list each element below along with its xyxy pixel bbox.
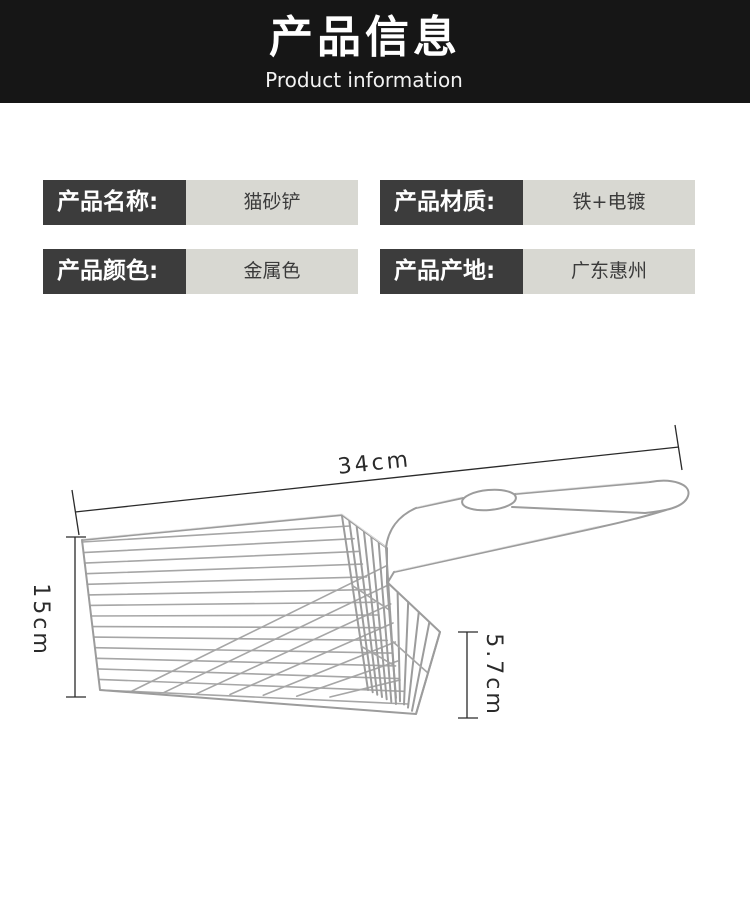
back-wall-rail [360, 645, 395, 666]
handle-middle-rail [511, 506, 646, 514]
scoop-frame-highlight [82, 513, 387, 548]
page-subtitle: Product information [265, 68, 463, 92]
handle-highlight [394, 480, 650, 572]
scoop-rib [99, 689, 409, 705]
dimension-length: 34cm [71, 424, 683, 536]
wall-height-label: 5.7cm [481, 633, 506, 717]
dimension-tick [71, 489, 80, 536]
scoop-floor-bar [129, 565, 387, 693]
scoop-rib [92, 636, 389, 642]
spec-label: 产品名称: [43, 180, 186, 225]
header-banner: 产品信息 Product information [0, 0, 750, 103]
height-label: 15cm [28, 583, 53, 657]
scoop-handle [385, 479, 690, 583]
scoop-rib [85, 563, 364, 575]
page-title: 产品信息 [269, 12, 461, 63]
scoop-floor-bar [262, 641, 397, 697]
scoop-rib [87, 588, 372, 596]
handle-end-loop [644, 479, 690, 514]
scoop-rib [95, 657, 397, 667]
spec-value: 铁+电镀 [523, 180, 695, 225]
spec-row-origin: 产品产地: 广东惠州 [380, 249, 695, 294]
back-wall-rail [351, 584, 391, 612]
spec-value: 猫砂铲 [186, 180, 358, 225]
back-wall-bar [341, 515, 369, 691]
handle-inner-loop [461, 488, 517, 512]
scoop-rib [88, 601, 376, 607]
scoop-floor-bar [329, 679, 401, 698]
scoop-side-wall [386, 581, 441, 715]
scoop-rib [83, 550, 360, 564]
cat-litter-scoop [81, 479, 690, 715]
scoop-floor-bars [129, 565, 401, 698]
scoop-floor-bar [295, 660, 399, 698]
dimension-wall-height: 5.7cm [458, 631, 506, 719]
handle-top-rail [514, 481, 651, 495]
spec-label: 产品材质: [380, 180, 523, 225]
scoop-back-wall [341, 515, 397, 705]
scoop-rib [81, 525, 351, 543]
spec-row-product-name: 产品名称: 猫砂铲 [43, 180, 358, 225]
scoop-rib [94, 646, 393, 654]
back-wall-bar [348, 520, 374, 694]
scoop-floor-bar [162, 584, 390, 694]
dimension-tick [674, 424, 683, 471]
spec-value: 广东惠州 [523, 249, 695, 294]
handle-lower-wire [387, 509, 667, 583]
scoop-rib [96, 668, 401, 680]
spec-value: 金属色 [186, 249, 358, 294]
handle-upper-wire [385, 497, 464, 549]
back-wall-bar [377, 541, 393, 703]
side-wall-rail [390, 639, 429, 674]
scoop-frame [81, 514, 441, 715]
back-wall-bar [355, 525, 379, 696]
scoop-rib [86, 576, 368, 586]
scoop-rib [82, 537, 355, 554]
scoop-rib [91, 625, 384, 629]
back-wall-bar [370, 536, 388, 701]
scoop-rib [90, 614, 380, 617]
product-photo: 34cm 15cm 5.7cm [28, 424, 690, 719]
spec-row-material: 产品材质: 铁+电镀 [380, 180, 695, 225]
dimension-line-length [74, 446, 680, 513]
spec-row-color: 产品颜色: 金属色 [43, 249, 358, 294]
dimension-height: 15cm [28, 536, 86, 698]
spec-label: 产品产地: [380, 249, 523, 294]
spec-label: 产品颜色: [43, 249, 186, 294]
length-label: 34cm [336, 447, 412, 480]
back-wall-bar [363, 531, 383, 698]
